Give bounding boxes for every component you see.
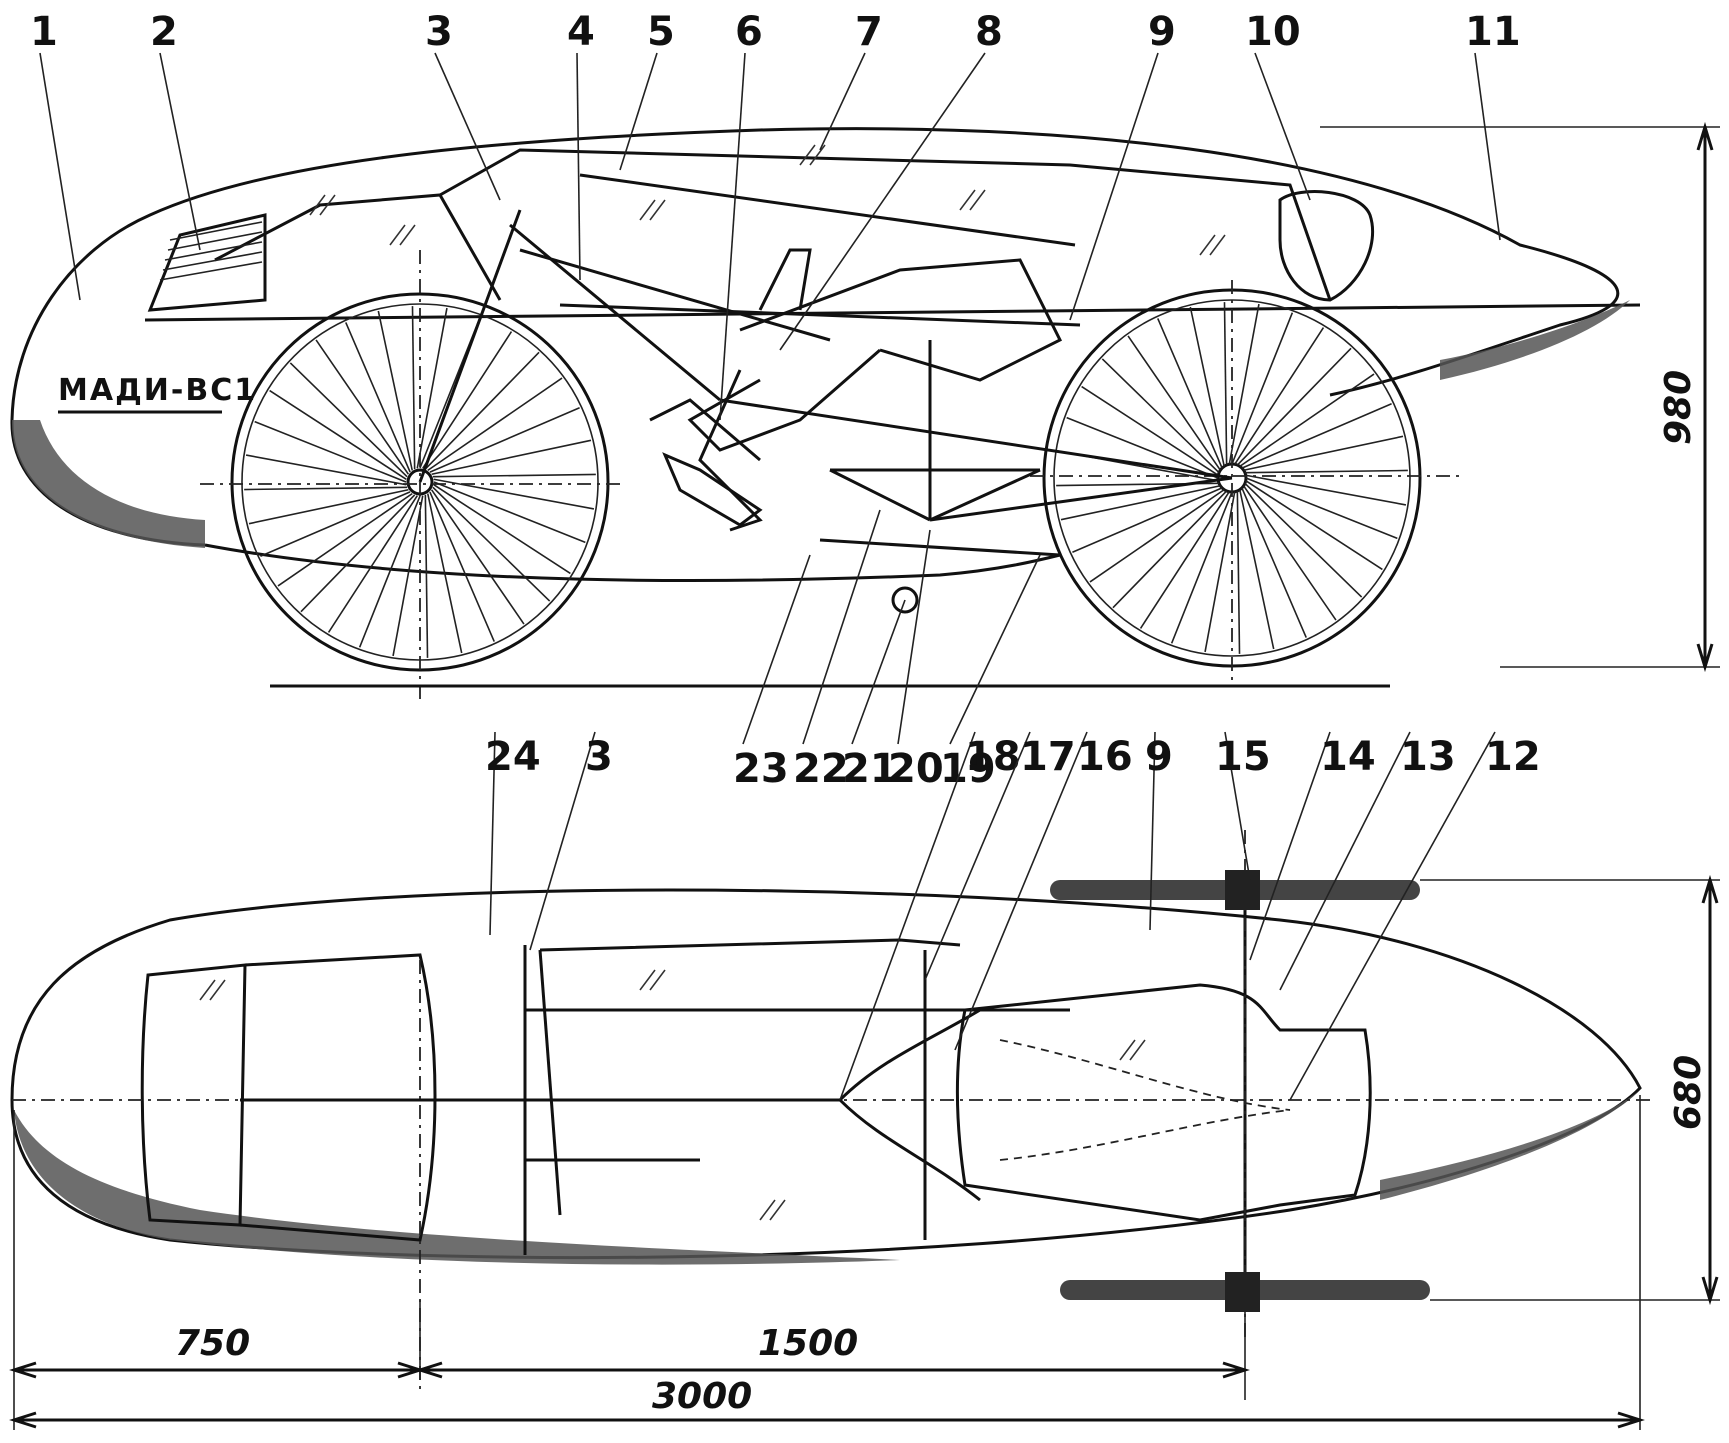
svg-text:980: 980 (1658, 370, 1699, 445)
side-callout-5: 5 (647, 9, 675, 55)
side-leader-19 (949, 554, 1041, 745)
side-leader-20 (897, 529, 931, 745)
side-height-dimension: 980 (1320, 121, 1720, 673)
top-callout-16: 16 (1077, 734, 1133, 780)
side-fairing-lower-line (204, 543, 1061, 583)
side-leader-10 (1254, 52, 1311, 201)
top-callout-9: 9 (1145, 734, 1173, 780)
top-width-dimension: 680 (1420, 874, 1720, 1306)
side-callout-2: 2 (150, 9, 178, 55)
top-leader-17 (924, 731, 1031, 981)
top-tail-shade (1380, 1090, 1640, 1200)
side-vent-grille (147, 213, 267, 312)
side-fairing-belt-line (144, 303, 1641, 322)
side-leader-21 (851, 599, 906, 745)
side-crank (662, 452, 763, 527)
top-leader-13 (1279, 731, 1411, 991)
side-nose-shade (11, 420, 206, 548)
side-callout-7: 7 (855, 9, 883, 55)
side-leader-6 (719, 52, 746, 421)
top-callout-13: 13 (1400, 734, 1456, 780)
side-windscreen (214, 193, 502, 301)
top-fairing-outline (10, 888, 1642, 1260)
top-callout-3: 3 (585, 734, 613, 780)
top-leader-9 (1149, 731, 1156, 931)
top-callout-14: 14 (1320, 734, 1376, 780)
top-seat (956, 983, 1372, 1222)
svg-text:750: 750 (175, 1323, 250, 1364)
side-callout-4: 4 (567, 9, 595, 55)
top-length-dimensions: 750 1500 3000 (9, 1095, 1645, 1430)
top-callout-24: 24 (485, 734, 541, 780)
top-leader-14 (1249, 731, 1331, 961)
side-callout-6: 6 (735, 9, 763, 55)
side-callout-23: 23 (733, 746, 789, 792)
side-glass-hatching (309, 144, 1226, 256)
top-leader-3 (529, 731, 596, 951)
side-callout-8: 8 (975, 9, 1003, 55)
side-leader-8 (779, 52, 986, 351)
side-leader-3 (434, 52, 501, 201)
side-view: МАДИ-ВС1 (10, 121, 1720, 700)
side-callout-22: 22 (793, 746, 849, 792)
top-leader-16 (954, 731, 1088, 1051)
side-leader-23 (742, 554, 811, 745)
svg-text:3000: 3000 (652, 1376, 752, 1417)
side-leader-2 (159, 52, 201, 251)
side-headrest (1278, 190, 1375, 302)
side-callout-11: 11 (1465, 9, 1521, 55)
svg-text:1500: 1500 (758, 1323, 858, 1364)
side-front-wheel (230, 292, 610, 672)
svg-text:680: 680 (1668, 1055, 1709, 1130)
top-callout-18: 18 (965, 734, 1021, 780)
side-callout-3: 3 (425, 9, 453, 55)
side-leader-4 (576, 52, 581, 281)
side-canopy (439, 148, 1332, 301)
side-callout-21: 21 (842, 746, 898, 792)
side-rear-wheel (1042, 288, 1422, 668)
side-leader-22 (802, 509, 881, 745)
side-brand-label: МАДИ-ВС1 (58, 373, 257, 408)
top-callout-12: 12 (1485, 734, 1541, 780)
top-view: 680 750 1500 3000 (9, 830, 1720, 1430)
side-leader-11 (1474, 52, 1501, 241)
side-leader-9 (1069, 52, 1159, 321)
side-tail-shade (1440, 300, 1630, 380)
side-callout-10: 10 (1245, 9, 1301, 55)
side-leader-5 (619, 52, 658, 171)
top-callout-17: 17 (1020, 734, 1076, 780)
side-callout-1: 1 (30, 9, 58, 55)
side-leader-7 (819, 52, 866, 151)
top-leader-24 (489, 731, 496, 936)
side-seat-and-rider (649, 248, 1063, 532)
side-frame (418, 173, 1233, 614)
top-leader-15 (1224, 731, 1251, 881)
side-callout-20: 20 (888, 746, 944, 792)
side-fairing-outline (10, 127, 1620, 547)
top-callout-15: 15 (1215, 734, 1271, 780)
side-callout-9: 9 (1148, 9, 1176, 55)
top-leader-12 (1289, 731, 1496, 1101)
side-leader-1 (39, 52, 81, 301)
top-leader-18 (839, 731, 976, 1101)
